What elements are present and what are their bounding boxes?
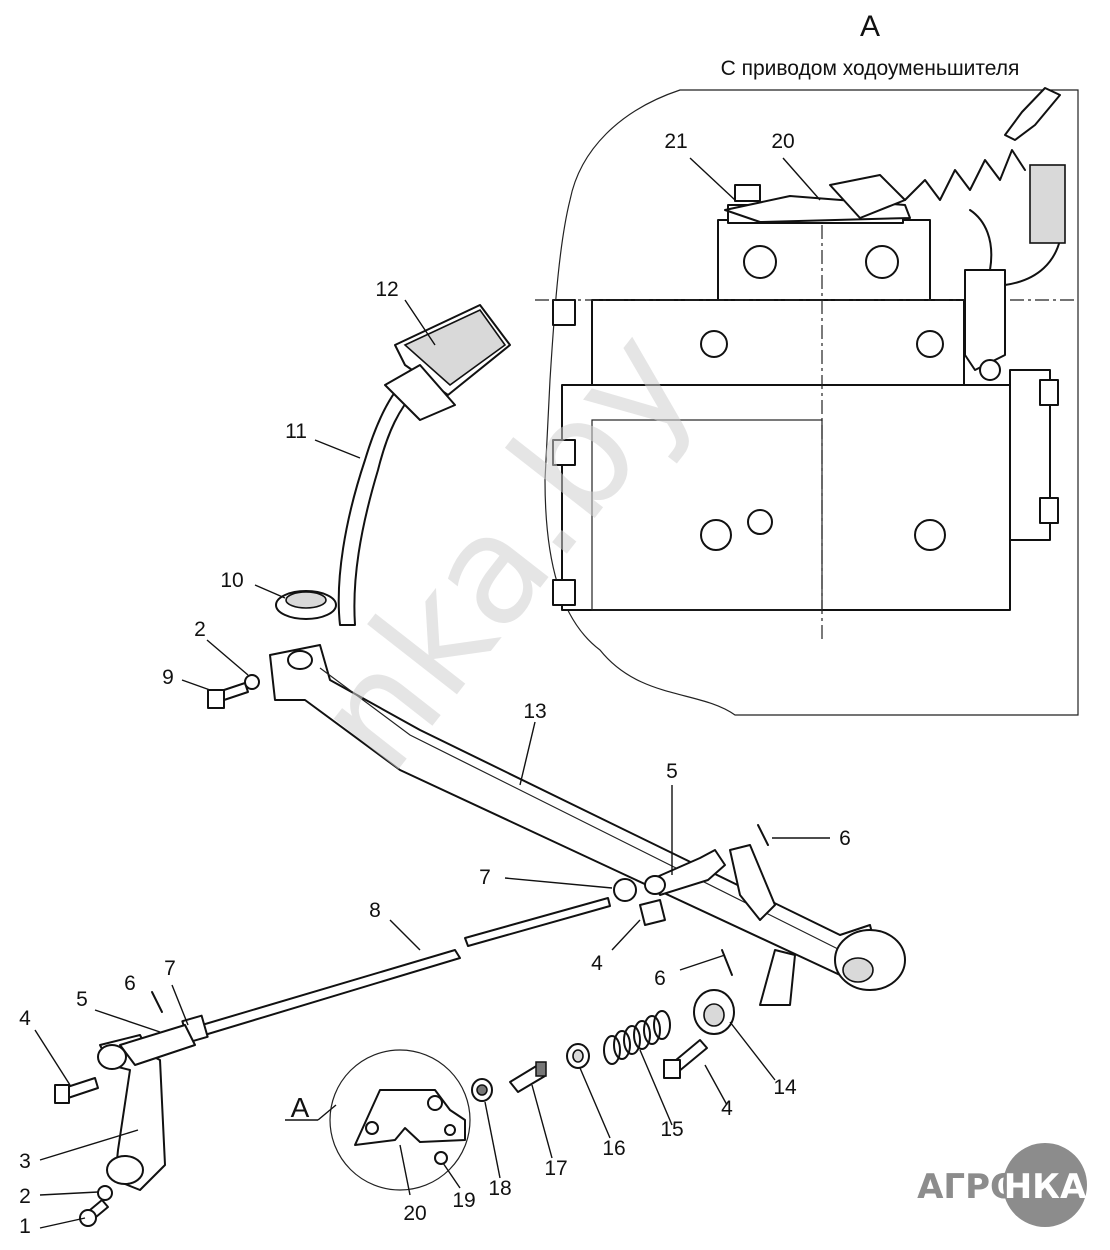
label-12: 12 [375, 278, 398, 301]
label-2-upper: 2 [194, 618, 206, 641]
label-1: 1 [19, 1215, 31, 1238]
label-4-left: 4 [19, 1007, 31, 1030]
label-3: 3 [19, 1150, 31, 1173]
label-6-middle: 6 [654, 967, 666, 990]
washer-2-lower [97, 1185, 113, 1201]
label-9: 9 [162, 666, 174, 689]
label-19: 19 [452, 1189, 475, 1212]
label-5-lower: 5 [76, 988, 88, 1011]
label-17: 17 [544, 1157, 567, 1180]
part-number-labels: 1 2 2 3 4 4 4 5 5 6 6 6 7 7 8 9 10 11 12… [19, 130, 851, 1238]
label-7-lower: 7 [164, 957, 176, 980]
label-8: 8 [369, 899, 381, 922]
main-lever [269, 644, 906, 1006]
logo-right-text: НКА [1004, 1167, 1087, 1207]
label-4-middle: 4 [591, 952, 603, 975]
lower-lever [97, 1024, 196, 1191]
label-6-lower: 6 [124, 972, 136, 995]
label-16: 16 [602, 1137, 625, 1160]
label-20-lower: 20 [403, 1202, 426, 1225]
view-subtitle: С приводом ходоуменьшителя [721, 57, 1020, 80]
label-13: 13 [523, 700, 546, 723]
washer-2-upper [244, 674, 260, 690]
cotter-pin-6c [151, 991, 163, 1013]
label-11: 11 [285, 420, 307, 443]
label-21: 21 [664, 130, 687, 153]
label-7-upper: 7 [479, 866, 491, 889]
label-4-right: 4 [721, 1097, 733, 1120]
label-15: 15 [660, 1118, 683, 1141]
leader-lines [34, 157, 830, 1229]
brand-logo: АГРО НКА [917, 1143, 1087, 1227]
label-18: 18 [488, 1177, 511, 1200]
brake-pedal-assembly [275, 304, 511, 626]
cotter-pin-6b [721, 949, 733, 976]
detail-a-callout [285, 1049, 471, 1191]
label-10: 10 [220, 569, 243, 592]
cotter-pin-6a [757, 824, 769, 846]
detail-a-label: А [291, 1092, 310, 1123]
label-2-lower: 2 [19, 1185, 31, 1208]
logo-left-text: АГРО [917, 1167, 1019, 1207]
spring-parts [471, 989, 735, 1102]
label-20-upper: 20 [771, 130, 794, 153]
view-title: А [860, 10, 880, 43]
linkage-rod [181, 897, 611, 1044]
gearbox-housing-inset [535, 87, 1079, 716]
label-6-upper: 6 [839, 827, 851, 850]
label-14: 14 [773, 1076, 797, 1099]
upper-clevis [649, 849, 726, 896]
label-5-upper: 5 [666, 760, 678, 783]
